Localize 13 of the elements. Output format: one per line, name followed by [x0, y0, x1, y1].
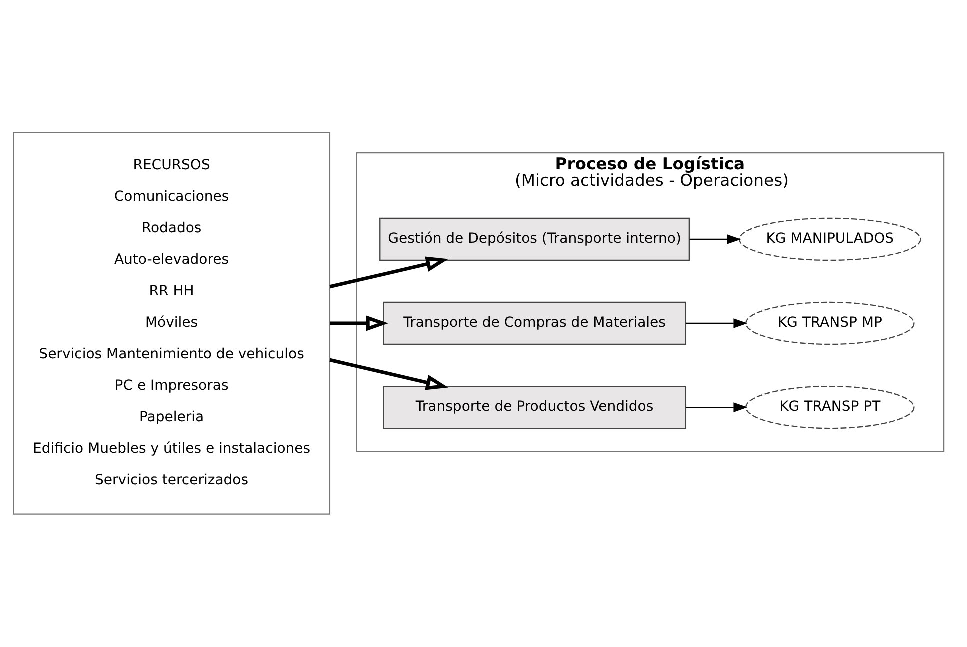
arrow: [690, 234, 742, 244]
arrow: [330, 358, 448, 390]
node-ellipse: KG TRANSP MP: [746, 302, 915, 346]
node-ellipse: KG MANIPULADOS: [738, 218, 922, 262]
arrow: [686, 318, 748, 328]
arrow: [330, 316, 389, 332]
arrow: [686, 402, 748, 412]
node-box: Gestión de Depósitos (Transporte interno): [380, 218, 690, 262]
arrow: [330, 256, 448, 289]
node-box: RECURSOS Comunicaciones Rodados Auto-elevadores RR HH Móviles Servicios Mantenimiento de vehiculos PC e Impresoras Papeleria Edificio Muebles y útiles e instalaciones Servicios tercerizados: [13, 132, 331, 515]
node-box: Transporte de Productos Vendidos: [383, 386, 686, 430]
node-box: Transporte de Compras de Materiales: [383, 302, 686, 346]
node-ellipse: KG TRANSP PT: [746, 386, 915, 430]
